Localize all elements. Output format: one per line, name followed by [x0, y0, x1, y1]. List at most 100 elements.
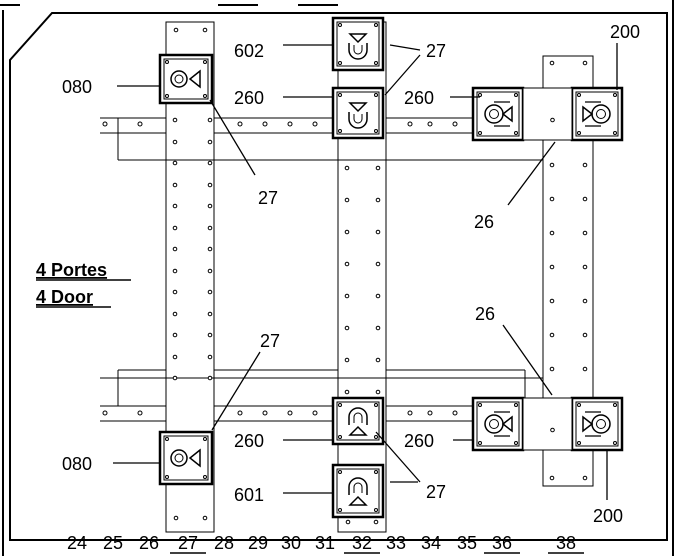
strip-hole — [549, 230, 555, 236]
strip-hole — [549, 332, 555, 338]
callout-27-bottom-right: 27 — [426, 482, 446, 502]
strip-hole — [344, 325, 350, 331]
scale-label: 26 — [139, 533, 159, 553]
strip-hole — [172, 160, 178, 166]
scale-label: 29 — [248, 533, 268, 553]
strip-hole — [582, 366, 588, 372]
bracket-200-top — [570, 86, 624, 142]
scale-label: 31 — [315, 533, 335, 553]
bracket-602 — [331, 16, 385, 72]
connector-brackets — [158, 16, 624, 519]
legend-line-french: 4 Portes — [36, 260, 107, 280]
strip-hole — [172, 225, 178, 231]
strip-hole — [344, 293, 350, 299]
strip-hole — [207, 225, 213, 231]
strip-hole — [373, 519, 379, 525]
strip-hole — [375, 229, 381, 235]
scale-label: 25 — [103, 533, 123, 553]
callout-602: 602 — [234, 41, 264, 61]
bracket-260-top-left — [331, 86, 385, 140]
strip-hole — [582, 60, 588, 66]
strip-hole — [375, 357, 381, 363]
strip-hole — [172, 117, 178, 123]
strip-hole — [582, 264, 588, 270]
strip-hole — [582, 332, 588, 338]
strip-hole — [202, 515, 208, 521]
strip-joint-plate — [522, 87, 573, 141]
bracket-080-top — [158, 53, 214, 105]
callout-260-bottom-left: 260 — [234, 431, 264, 451]
bracket-200-bottom — [570, 396, 624, 452]
callout-27-lower-left: 27 — [260, 331, 280, 351]
strip-joint-plate — [522, 397, 573, 451]
upper-rail-holes — [102, 121, 458, 127]
strip-hole — [549, 366, 555, 372]
strip-hole — [207, 160, 213, 166]
callout-601: 601 — [234, 485, 264, 505]
strip-hole — [207, 117, 213, 123]
scale-label: 38 — [556, 533, 576, 553]
scale-label: 36 — [492, 533, 512, 553]
strip-hole — [344, 197, 350, 203]
strip-hole — [549, 298, 555, 304]
strip-hole — [375, 293, 381, 299]
scale-label: 27 — [178, 533, 198, 553]
strip-hole — [375, 197, 381, 203]
callout-200-bottom: 200 — [593, 506, 623, 526]
callout-27-top-right: 27 — [426, 41, 446, 61]
strip-hole — [207, 354, 213, 360]
strip-hole — [172, 246, 178, 252]
bracket-601 — [331, 463, 385, 519]
strip-hole — [207, 375, 213, 381]
bracket-080-bottom — [158, 430, 214, 486]
strip-hole — [549, 475, 555, 481]
strip-hole — [582, 230, 588, 236]
strip-hole — [172, 332, 178, 338]
scale-label: 33 — [386, 533, 406, 553]
strip-hole — [172, 354, 178, 360]
strip-hole — [207, 246, 213, 252]
strip-hole — [207, 311, 213, 317]
callout-080-bottom: 080 — [62, 454, 92, 474]
strip-hole — [173, 27, 179, 33]
callout-27-upper-left: 27 — [258, 188, 278, 208]
strip-hole — [345, 519, 351, 525]
scale-label: 24 — [67, 533, 87, 553]
scale-label: 28 — [214, 533, 234, 553]
strip-hole — [582, 196, 588, 202]
strip-hole — [582, 475, 588, 481]
strip-hole — [172, 268, 178, 274]
strip-hole — [375, 389, 381, 395]
bracket-260-bottom-left — [331, 396, 385, 446]
strip-hole — [207, 268, 213, 274]
bracket-260-bottom-right — [471, 396, 525, 452]
scale-label: 32 — [352, 533, 372, 553]
strip-hole — [582, 298, 588, 304]
strip-hole — [344, 261, 350, 267]
strip-hole — [344, 229, 350, 235]
strip-hole — [172, 375, 178, 381]
strip-hole — [549, 162, 555, 168]
strip-hole — [582, 162, 588, 168]
scale-label: 35 — [457, 533, 477, 553]
callout-26-lower: 26 — [475, 304, 495, 324]
callout-26-upper: 26 — [474, 212, 494, 232]
strip-hole — [207, 332, 213, 338]
strip-hole — [375, 325, 381, 331]
callout-260-top-right: 260 — [404, 88, 434, 108]
strip-hole — [172, 182, 178, 188]
strip-hole — [202, 27, 208, 33]
leader-lines — [113, 43, 618, 500]
strip-hole — [344, 357, 350, 363]
strip-hole — [207, 203, 213, 209]
callout-200-top: 200 — [610, 22, 640, 42]
callout-080-top: 080 — [62, 77, 92, 97]
strip-hole — [344, 389, 350, 395]
strip-hole — [173, 515, 179, 521]
strip-hole — [375, 165, 381, 171]
strip-hole — [549, 264, 555, 270]
strip-hole — [344, 165, 350, 171]
scale-label: 30 — [281, 533, 301, 553]
